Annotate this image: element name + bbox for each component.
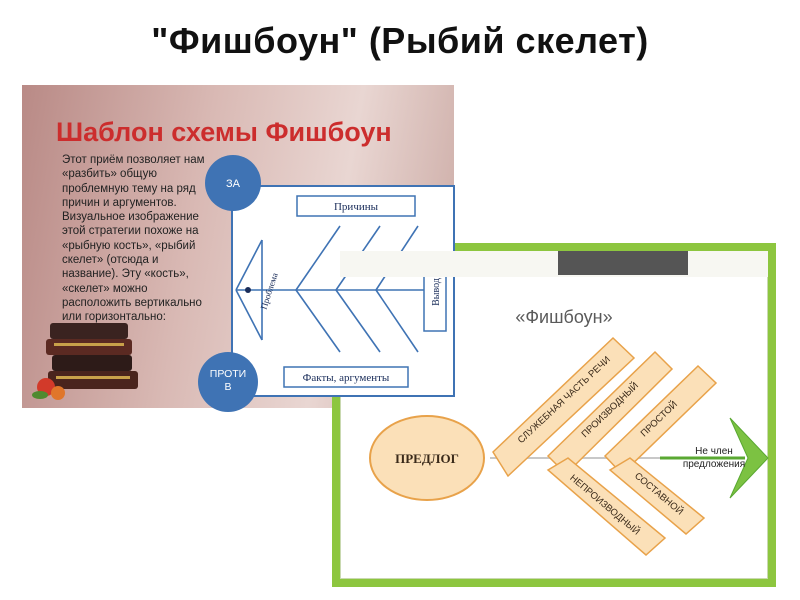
slide1-title: Шаблон схемы Фишбоун (56, 117, 392, 147)
conclusion-label: Вывод (431, 278, 442, 306)
tail-label-2: предложения (683, 459, 745, 470)
slide1-diagram-panel (231, 185, 455, 397)
tail-arrow-icon (729, 417, 769, 499)
bone-non-derivative (546, 457, 667, 556)
bone-service-part (492, 336, 636, 478)
causes-label: Причины (334, 201, 379, 213)
contra-circle-label-1: ПРОТИ (210, 368, 246, 380)
slide2-title: «Фишбоун» (515, 307, 612, 327)
slide2-dark-tab (558, 251, 688, 275)
contra-circle-label-2: В (224, 381, 231, 393)
pro-circle (205, 155, 261, 211)
causes-box (296, 195, 416, 217)
pro-circle-label: ЗА (226, 178, 241, 190)
page-title: "Фишбоун" (Рыбий скелет) (151, 20, 649, 61)
slide2-top-bar (340, 251, 768, 277)
preposition-label: ПРЕДЛОГ (395, 451, 459, 466)
preposition-ellipse (369, 415, 485, 501)
facts-label: Факты, аргументы (303, 372, 390, 384)
books-illustration (32, 323, 138, 400)
fish-skeleton (235, 225, 424, 353)
slide1-body-text: Этот приём позволяет нам «разбить» общую… (62, 154, 205, 324)
bone-compound (608, 457, 706, 535)
tail-label-1: Не член (695, 446, 733, 457)
fish-eye-icon (245, 287, 251, 293)
contra-circle (198, 352, 258, 412)
facts-box (283, 366, 409, 388)
